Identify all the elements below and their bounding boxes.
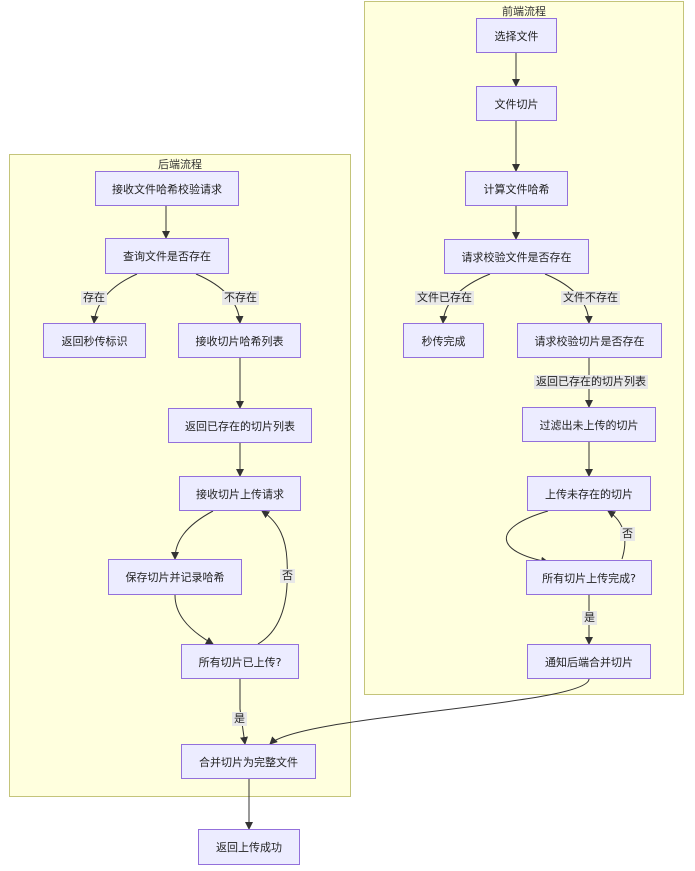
node-request-check: 请求校验文件是否存在 [444,239,589,274]
edge-upload-to-allq [505,510,549,565]
node-recv-chunk-list: 接收切片哈希列表 [178,323,301,358]
label-return-existing-list: 返回已存在的切片列表 [534,375,648,389]
node-compute-hash: 计算文件哈希 [465,171,568,206]
node-return-success: 返回上传成功 [198,829,300,865]
label-file-exists: 文件已存在 [415,291,474,305]
node-recv-hash-check: 接收文件哈希校验请求 [95,171,239,206]
node-return-existing: 返回已存在的切片列表 [168,408,312,443]
label-back-not-exists: 不存在 [222,291,259,305]
node-notify-merge: 通知后端合并切片 [527,644,651,679]
node-all-chunks-question: 所有切片已上传? [181,644,299,679]
edge-notify-to-merge [269,678,590,745]
node-select-file: 选择文件 [476,18,557,53]
node-filter-chunks: 过滤出未上传的切片 [522,407,656,442]
label-file-not-exists: 文件不存在 [561,291,620,305]
label-back-exists: 存在 [81,291,107,305]
node-upload-missing: 上传未存在的切片 [527,476,651,511]
node-all-uploaded-question: 所有切片上传完成? [526,560,652,595]
frontend-cluster-title: 前端流程 [502,5,546,18]
node-return-instant: 返回秒传标识 [43,323,146,358]
node-slice-file: 文件切片 [476,86,557,121]
backend-cluster-title: 后端流程 [158,158,202,171]
label-front-yes: 是 [582,611,597,625]
edge-recvupload-to-save [171,510,214,560]
node-request-chunk-check: 请求校验切片是否存在 [517,323,662,358]
edge-save-to-allchunks [174,594,214,645]
label-back-no: 否 [280,569,295,583]
edge-allchunks-to-merge [239,679,248,745]
label-front-no: 否 [620,527,635,541]
node-merge-file: 合并切片为完整文件 [181,744,316,779]
label-back-yes: 是 [232,712,247,726]
node-recv-upload: 接收切片上传请求 [179,476,301,511]
node-instant-done: 秒传完成 [403,323,484,358]
edge-allchunks-to-recvupload [257,510,288,645]
node-query-exists: 查询文件是否存在 [105,238,229,274]
node-save-chunk: 保存切片并记录哈希 [108,559,242,595]
